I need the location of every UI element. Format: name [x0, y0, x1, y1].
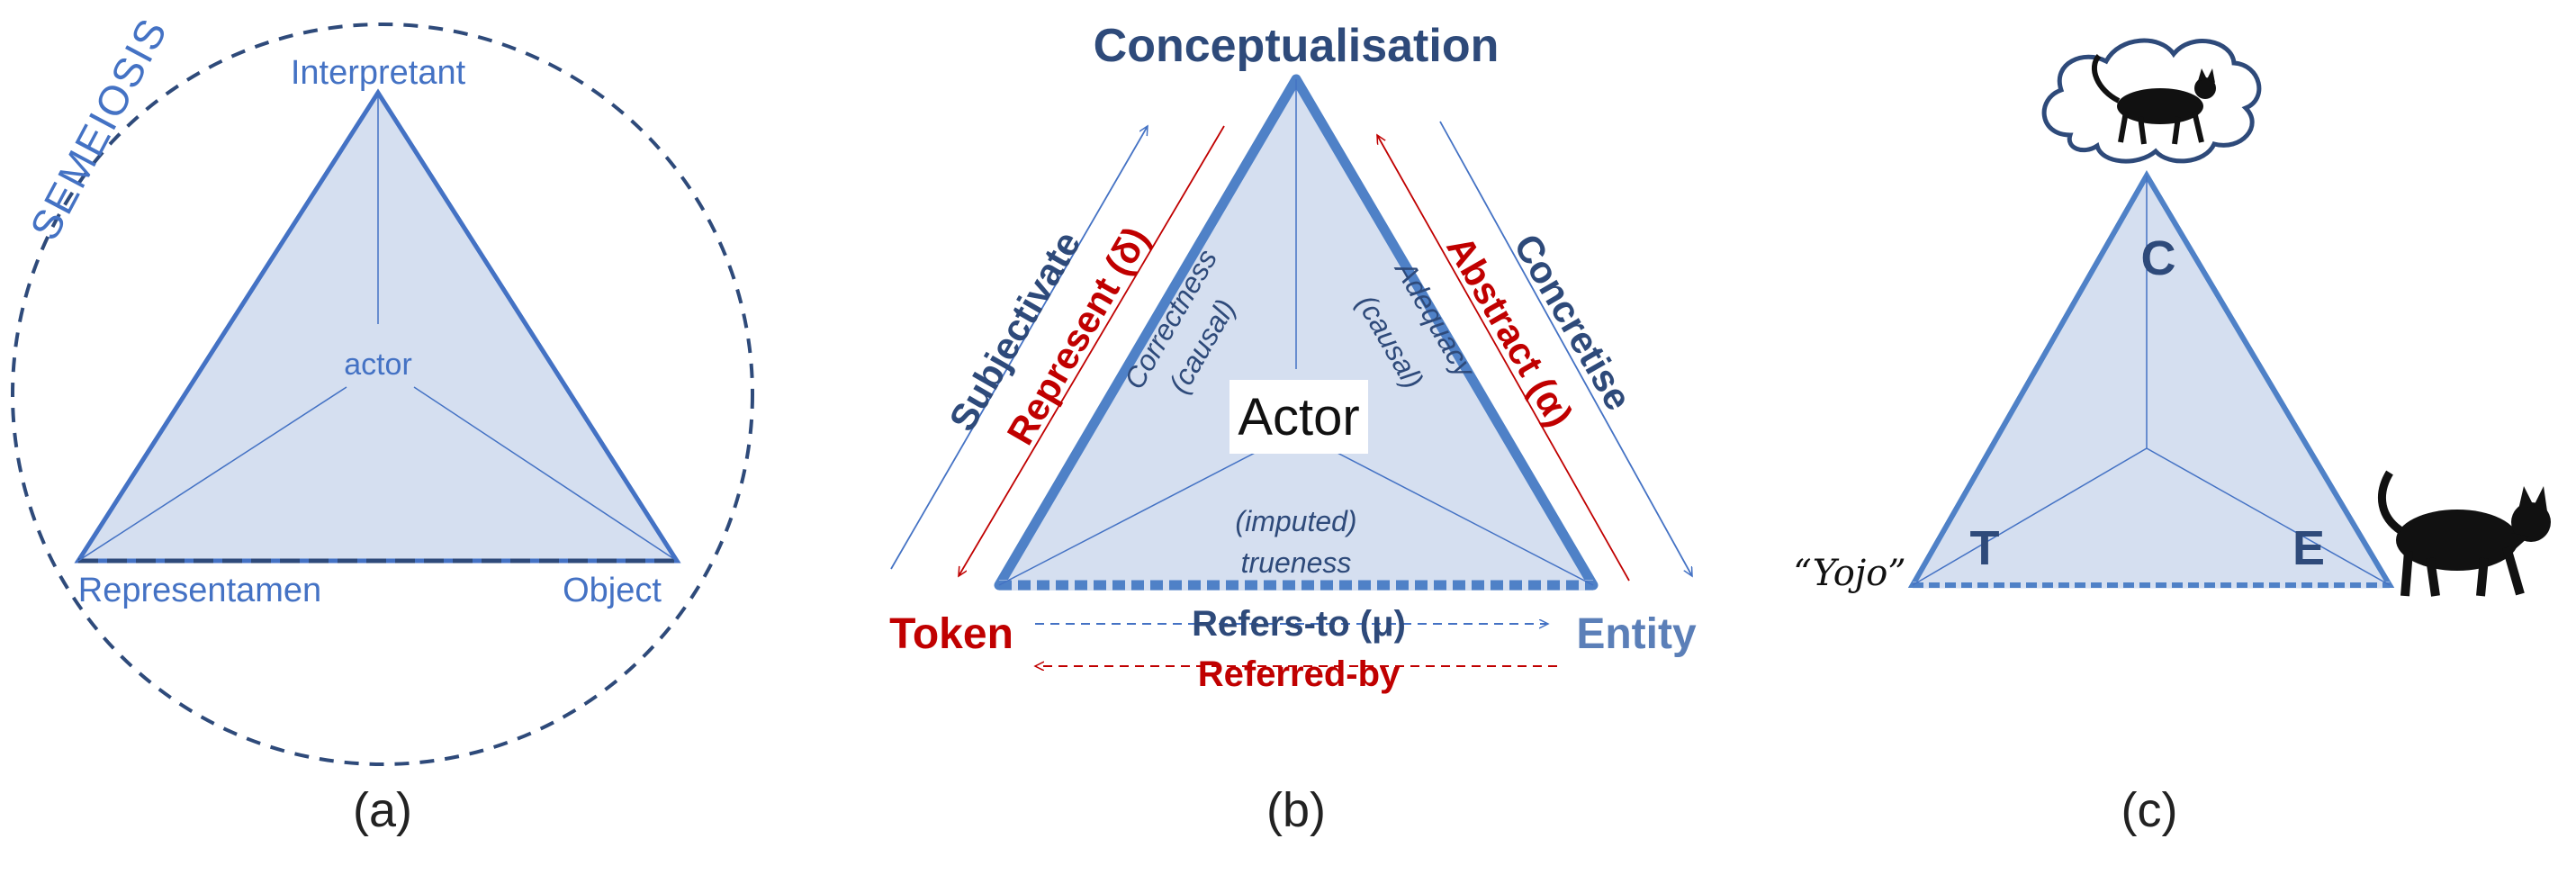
- semeiosis-circle: [11, 23, 754, 766]
- subjectivate-arrow: [890, 126, 1148, 570]
- actor-label: actor: [344, 347, 412, 382]
- trueness-label: trueness: [1241, 546, 1352, 579]
- spoke-entity: [1331, 449, 1594, 586]
- spoke-representamen: [77, 386, 347, 562]
- concretise-arrow: [1439, 121, 1692, 576]
- conceptualisation-label: Conceptualisation: [1094, 20, 1500, 72]
- actor-label: Actor: [1238, 388, 1359, 447]
- entity-label: Entity: [1576, 610, 1697, 658]
- spoke-token: [998, 449, 1261, 586]
- actor-box: [1229, 380, 1368, 454]
- caption-a: (a): [353, 783, 412, 837]
- semeiosis-label: SEMEIOSIS: [21, 10, 176, 248]
- object-label: Object: [563, 572, 662, 609]
- token-label: Token: [889, 610, 1013, 658]
- caption-c: (c): [2121, 783, 2178, 837]
- refers-to-label: Refers-to (μ): [1192, 604, 1406, 644]
- panel-c: C T E “Yojo” (c): [1793, 38, 2551, 837]
- spoke-object: [413, 386, 678, 562]
- panel-a: SEMEIOSIS Interpretant actor Representam…: [11, 10, 754, 837]
- cat-icon: [2377, 470, 2551, 597]
- e-label: E: [2292, 521, 2325, 575]
- referred-by-label: Referred-by: [1198, 654, 1401, 694]
- imputed-label: (imputed): [1235, 505, 1356, 537]
- yojo-label: “Yojo”: [1793, 553, 1906, 594]
- spoke-t: [1912, 447, 2148, 586]
- panel-b: Actor Conceptualisation Subjectivate Rep…: [889, 20, 1697, 837]
- cat-in-cloud-icon: [2092, 53, 2216, 145]
- spoke-e: [2146, 447, 2391, 586]
- c-label: C: [2141, 231, 2176, 285]
- caption-b: (b): [1266, 783, 1326, 837]
- representamen-label: Representamen: [78, 572, 321, 609]
- abstract-arrow: [1377, 135, 1630, 582]
- interpretant-label: Interpretant: [291, 54, 466, 92]
- t-label: T: [1970, 521, 2000, 575]
- represent-arrow: [959, 125, 1225, 576]
